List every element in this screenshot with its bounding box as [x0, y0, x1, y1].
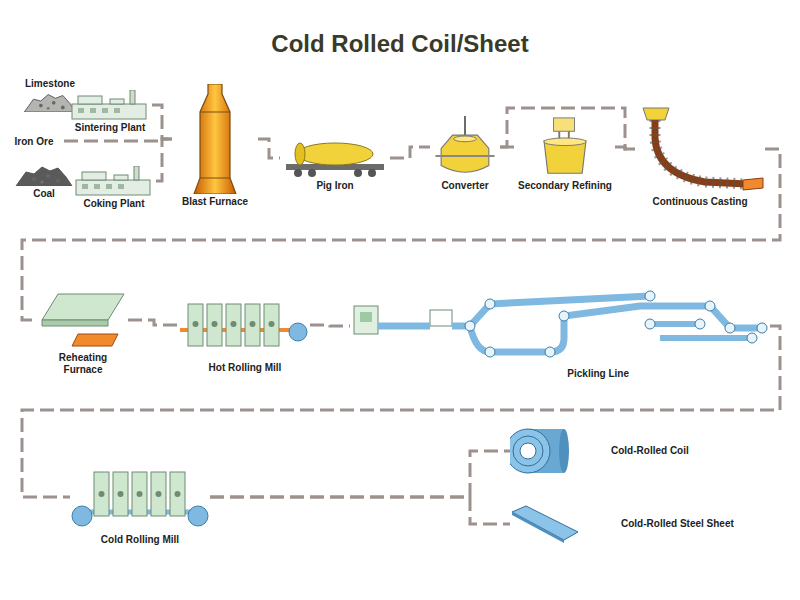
stage-illustration [68, 90, 152, 120]
stage-caption: Reheating Furnace [51, 352, 115, 376]
process-stage: Converter [430, 116, 500, 192]
stage-caption: Blast Furnace [181, 196, 249, 208]
stage-caption: Limestone [24, 78, 76, 90]
stage-caption: Pickling Line [566, 368, 630, 380]
stage-illustration [280, 138, 390, 178]
flow-connector [390, 147, 430, 158]
process-stage: Blast Furnace [172, 84, 258, 208]
flow-connector [500, 108, 635, 149]
stage-illustration [430, 116, 500, 178]
stage-illustration [350, 286, 770, 366]
stage-illustration [635, 104, 765, 194]
stage-caption: Sintering Plant [74, 122, 147, 134]
stage-illustration [38, 290, 128, 350]
stage-illustration [515, 116, 615, 178]
process-stage: Iron Ore [4, 134, 64, 148]
stage-illustration [180, 290, 310, 360]
flow-connector [210, 497, 510, 524]
stage-illustration [510, 426, 570, 476]
stage-caption: Pig Iron [315, 180, 354, 192]
stage-caption: Secondary Refining [517, 180, 613, 192]
flow-connector [22, 326, 780, 497]
stage-caption: Coking Plant [82, 198, 145, 210]
stage-caption: Coal [32, 188, 56, 200]
flow-connector [258, 139, 280, 158]
process-stage: Pickling Line [350, 286, 770, 380]
stage-caption: Iron Ore [14, 136, 55, 148]
process-stage: Coal [14, 162, 74, 200]
flow-connector [210, 451, 510, 497]
flow-connector [152, 105, 172, 139]
stage-caption: Cold-Rolled Coil [610, 445, 690, 457]
stage-illustration [72, 166, 156, 196]
flow-connector [22, 149, 780, 320]
process-stage: Secondary Refining [515, 116, 615, 192]
stage-caption: Hot Rolling Mill [208, 362, 283, 374]
process-stage: Reheating Furnace [38, 290, 128, 376]
flow-connector [64, 139, 172, 141]
stage-caption: Cold Rolling Mill [100, 534, 180, 546]
process-stage: Pig Iron [280, 138, 390, 192]
process-stage: Cold-Rolled Coil [510, 426, 750, 476]
process-stage: Cold-Rolled Steel Sheet [510, 504, 770, 544]
process-stage: Continuous Casting [635, 104, 765, 208]
stage-illustration [70, 462, 210, 532]
stage-illustration [14, 162, 74, 186]
process-stage: Sintering Plant [68, 90, 152, 134]
stage-illustration [510, 504, 580, 544]
process-stage: Hot Rolling Mill [180, 290, 310, 374]
stage-caption: Converter [440, 180, 489, 192]
stage-caption: Cold-Rolled Steel Sheet [620, 518, 735, 530]
flow-connector [310, 325, 350, 326]
process-stage: Coking Plant [72, 166, 156, 210]
stage-caption: Continuous Casting [652, 196, 749, 208]
process-stage: Cold Rolling Mill [70, 462, 210, 546]
stage-illustration [172, 84, 258, 194]
flow-connector [156, 139, 172, 181]
flow-connector [128, 320, 180, 325]
diagram-title: Cold Rolled Coil/Sheet [0, 30, 800, 58]
